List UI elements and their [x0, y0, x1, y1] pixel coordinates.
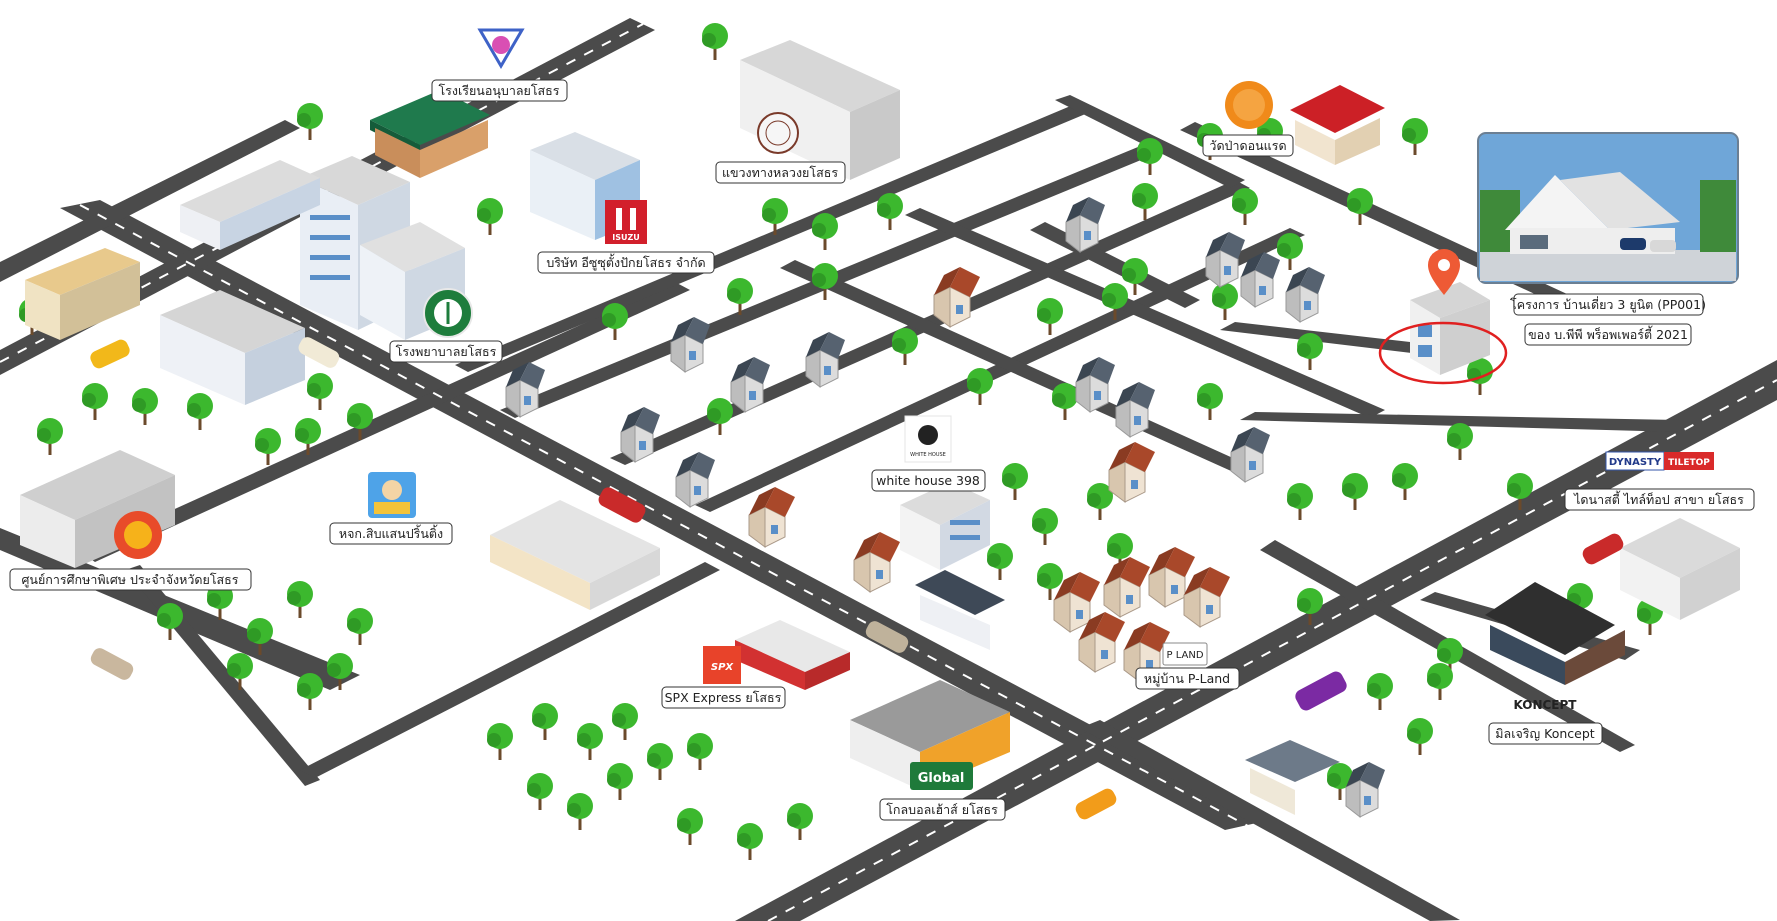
label-special-ed-text: ศูนย์การศึกษาพิเศษ ประจำจังหวัดยโสธร [21, 572, 238, 588]
apartment-buildings-left [20, 160, 320, 568]
global-logo-text: Global [918, 771, 965, 786]
kindergarten-emblem-icon [477, 28, 525, 69]
label-hospital[interactable]: โรงพยาบาลยโสธร [389, 340, 503, 363]
label-koncept-text: มิลเจริญ Koncept [1495, 726, 1594, 741]
label-white-house-text: white house 398 [876, 473, 980, 488]
white-house-398-building [900, 482, 990, 570]
highlight-ring [1378, 321, 1508, 385]
map-pin-icon [1428, 249, 1460, 295]
dynasty-logo-b-text: TILETOP [1668, 458, 1710, 468]
isuzu-logo: ISUZU [605, 200, 647, 244]
dynasty-tiletop-logo: DYNASTY TILETOP [1605, 451, 1714, 471]
label-highways-text: แขวงทางหลวงยโสธร [722, 165, 838, 180]
temple-building [1290, 85, 1385, 165]
label-isuzu[interactable]: บริษัท อีซูซุตั้งปักยโสธร จำกัด [537, 251, 715, 274]
label-global-house-text: โกลบอลเฮ้าส์ ยโสธร [886, 802, 998, 817]
koncept-building [1485, 582, 1625, 685]
bottom-right-buildings [1245, 740, 1340, 815]
koncept-logo: KONCEPT [1514, 698, 1578, 712]
spx-logo-text: SPX [711, 662, 735, 673]
cars [90, 337, 1624, 820]
label-dynasty[interactable]: ไดนาสตี้ ไทล์ท็อป สาขา ยโสธร [1564, 488, 1755, 511]
label-kindergarten[interactable]: โรงเรียนอนุบาลยโสธร [431, 79, 568, 102]
pland-logo: P LAND [1162, 642, 1208, 666]
highways-department-building [740, 40, 900, 180]
isuzu-logo-text: ISUZU [612, 233, 640, 242]
temple-emblem-icon [1225, 81, 1273, 129]
label-temple-text: วัดป่าดอนแรด [1209, 138, 1286, 153]
label-temple[interactable]: วัดป่าดอนแรด [1202, 134, 1294, 157]
label-special-ed[interactable]: ศูนย์การศึกษาพิเศษ ประจำจังหวัดยโสธร [9, 568, 252, 591]
label-kindergarten-text: โรงเรียนอนุบาลยโสธร [438, 83, 559, 99]
label-spx[interactable]: SPX Express ยโสธร [661, 686, 786, 709]
print-shop-logo [368, 472, 416, 518]
label-print-shop-text: หจก.สิบแสนปริ้นติ้ง [339, 524, 443, 541]
dynasty-logo-a-text: DYNASTY [1609, 457, 1662, 468]
label-pland-text: หมู่บ้าน P-Land [1144, 671, 1230, 687]
project-building [1410, 282, 1490, 375]
pland-logo-text: P LAND [1166, 650, 1203, 661]
label-spx-text: SPX Express ยโสธร [665, 690, 782, 705]
project-photo [1477, 132, 1739, 284]
white-house-logo-text: WHITE HOUSE [910, 452, 946, 458]
koncept-logo-text: KONCEPT [1514, 698, 1578, 712]
row-houses [915, 570, 1005, 650]
spx-building [735, 620, 850, 690]
spx-logo: SPX [703, 646, 741, 684]
warehouse-building [490, 500, 660, 610]
project-marker[interactable] [1378, 249, 1508, 385]
highways-seal-icon [757, 112, 799, 154]
global-house-logo: Global [910, 762, 973, 790]
label-koncept[interactable]: มิลเจริญ Koncept [1488, 722, 1603, 745]
label-white-house[interactable]: white house 398 [871, 469, 986, 492]
white-house-logo: WHITE HOUSE [904, 415, 952, 463]
label-project-line1-text: โครงการ บ้านเดี่ยว 3 ยูนิต (PP001) [1510, 296, 1706, 313]
special-ed-emblem-icon [114, 511, 162, 559]
label-isuzu-text: บริษัท อีซูซุตั้งปักยโสธร จำกัด [546, 253, 705, 271]
label-global-house[interactable]: โกลบอลเฮ้าส์ ยโสธร [879, 798, 1006, 821]
hospital-emblem-icon [423, 288, 473, 338]
label-highways[interactable]: แขวงทางหลวงยโสธร [715, 161, 846, 184]
label-hospital-text: โรงพยาบาลยโสธร [396, 344, 497, 359]
label-print-shop[interactable]: หจก.สิบแสนปริ้นติ้ง [329, 522, 453, 545]
label-dynasty-text: ไดนาสตี้ ไทล์ท็อป สาขา ยโสธร [1573, 490, 1744, 507]
label-project-line2-text: ของ บ.พีพี พร็อพเพอร์ตี้ 2021 [1528, 325, 1688, 342]
dynasty-tiletop-building [1620, 518, 1740, 620]
kindergarten-building [370, 90, 490, 178]
label-project[interactable]: โครงการ บ้านเดี่ยว 3 ยูนิต (PP001) ของ บ… [1510, 293, 1706, 346]
label-pland[interactable]: หมู่บ้าน P-Land [1135, 667, 1240, 690]
map-labels: โรงเรียนอนุบาลยโสธร แขวงทางหลวงยโสธร วัด… [9, 79, 1755, 821]
